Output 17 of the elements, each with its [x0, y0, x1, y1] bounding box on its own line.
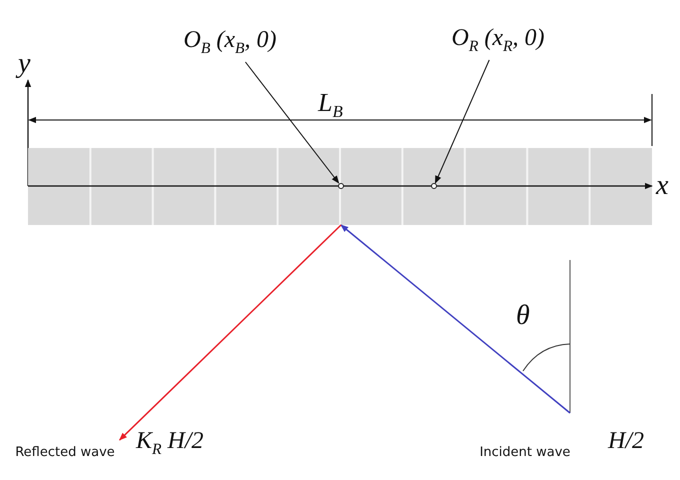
axis-label: x	[656, 170, 668, 202]
angle-label: θ	[516, 300, 530, 332]
dimension-label: L$_{B}$	[318, 88, 343, 122]
point-marker	[431, 183, 437, 189]
leader-arrow	[244, 62, 340, 184]
amplitude-formula: K$_{R}$ H/2	[136, 428, 204, 459]
breakwater-bar	[28, 148, 652, 225]
wave-arrow	[340, 224, 570, 414]
point-label: O$_{B}$ (x$_{B}$, 0)	[183, 26, 277, 58]
point-marker	[338, 183, 344, 189]
amplitude-formula: H/2	[608, 428, 644, 455]
axis-label: y	[18, 48, 30, 80]
leader-arrow	[119, 224, 342, 441]
point-label: O$_{R}$ (x$_{R}$, 0)	[451, 24, 545, 56]
leader-arrow	[434, 60, 490, 184]
wave-label: Incident wave	[480, 444, 570, 460]
wave-label: Reflected wave	[15, 444, 115, 460]
